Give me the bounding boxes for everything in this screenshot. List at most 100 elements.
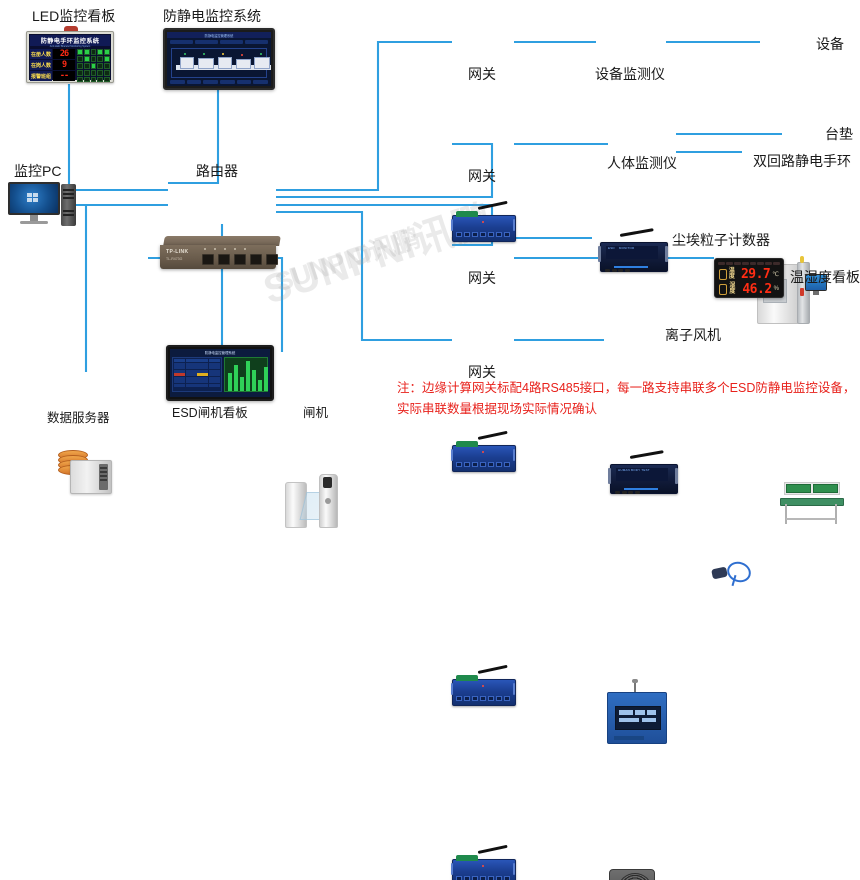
particle-counter-display	[615, 706, 661, 730]
gateway-device-1[interactable]	[451, 200, 516, 242]
monitor-pc-label: 监控PC	[14, 163, 62, 179]
gateway-label-1: 网关	[468, 66, 496, 82]
status-lamp-icon	[800, 256, 804, 263]
led-row: 报警班组 --	[30, 71, 76, 82]
note-line-1: 注：边缘计算网关标配4路RS485接口，每一路支持串联多个ESD防静电监控设备，	[397, 381, 856, 395]
cabinet-monitor-stand	[813, 291, 819, 295]
gateway-label-2: 网关	[468, 168, 496, 184]
router-brand: TP-LINK	[166, 249, 189, 255]
esd-gate-board-title: 防静电监控管理系统	[204, 351, 236, 355]
pc-stand-neck	[30, 215, 38, 221]
data-server-label: 数据服务器	[47, 411, 110, 425]
equipment-monitor-label: 设备监测仪	[595, 66, 665, 82]
antenna-icon	[629, 450, 664, 459]
router-label: 路由器	[196, 163, 238, 179]
temp-humidity-board-device[interactable]: 温度 29.7 ℃ 湿度 46.2 %	[714, 258, 784, 298]
led-row: 在岗人数 9	[30, 60, 76, 71]
particle-counter-device[interactable]	[607, 679, 667, 744]
wrist-strap-device[interactable]	[711, 558, 756, 587]
wrist-strap-band	[724, 558, 754, 586]
esd-gate-board-device[interactable]: 防静电监控管理系统	[166, 345, 274, 401]
humidity-row: 湿度 46.2 %	[717, 281, 781, 297]
led-row: 在册人数 26	[30, 49, 76, 60]
led-board-device[interactable]: 防静电手环监控系统 Anti-static Bracelet Monitorin…	[26, 26, 114, 83]
ion-fan-device[interactable]	[605, 869, 659, 880]
topology-diagram: SUNPNi讯鹏 SUNPNi讯鹏 LED监控看板 防静电手环监控系统 Anti…	[8, 8, 860, 880]
turnstile-label: 闸机	[303, 406, 329, 420]
led-indicator-grid	[77, 49, 110, 83]
ion-fan-label: 离子风机	[665, 327, 721, 343]
equipment-label: 设备	[816, 36, 844, 52]
thermometer-icon	[719, 268, 727, 280]
esd-gate-chart	[223, 357, 268, 392]
esd-gate-table	[172, 357, 222, 392]
esd-gate-board-label: ESD闸机看板	[172, 406, 248, 420]
humidity-label: 湿度	[729, 283, 736, 295]
gateway-terminal-block	[456, 675, 478, 681]
router-device[interactable]: TP-LINK TL-R473G	[160, 236, 281, 270]
gateway-label-3: 网关	[468, 270, 496, 286]
router-front-panel: TP-LINK TL-R473G	[160, 245, 278, 269]
gateway-terminal-block	[456, 441, 478, 447]
router-ports	[202, 254, 278, 265]
body-monitor-device[interactable]: HUMAN BODY TEST	[608, 450, 678, 494]
esd-system-label: 防静电监控系统	[163, 8, 261, 24]
antenna-icon	[477, 430, 508, 440]
note-line-2: 实际串联数量根据现场实际情况确认	[397, 402, 598, 416]
cabinet-monitor	[805, 274, 827, 291]
temperature-row: 温度 29.7 ℃	[717, 266, 781, 282]
wrist-strap-box	[711, 566, 728, 580]
server-chassis	[70, 460, 112, 494]
particle-counter-body	[607, 692, 667, 744]
led-board-subtitle: Anti-static Bracelet Monitoring System	[49, 45, 91, 48]
router-model: TL-R473G	[166, 257, 183, 261]
board-top-indicators	[717, 261, 781, 266]
temperature-unit: ℃	[772, 271, 779, 278]
gateway-device-4[interactable]	[451, 844, 516, 880]
bench-shelf	[784, 482, 840, 495]
antenna-icon	[477, 844, 508, 854]
led-board-stand	[64, 26, 78, 31]
bench-crossbar	[786, 518, 836, 520]
led-row-value: --	[53, 71, 75, 82]
led-board-title: 防静电手环监控系统	[30, 35, 110, 46]
temperature-value: 29.7	[740, 266, 771, 282]
pc-stand-base	[20, 221, 48, 224]
gateway-terminal-block	[456, 855, 478, 861]
body-monitor-screen: HUMAN BODY TEST	[616, 468, 668, 490]
windows-logo-icon	[27, 193, 39, 203]
esd-system-header: 防静电监控管理系统	[204, 33, 234, 38]
fan-head	[609, 869, 655, 880]
table-mat-device[interactable]	[780, 482, 844, 524]
wrist-strap-label: 双回路静电手环	[753, 153, 851, 169]
gateway-device-3[interactable]	[451, 664, 516, 706]
gateway-terminal-block	[456, 211, 478, 217]
temperature-label: 温度	[728, 268, 735, 280]
antenna-icon	[477, 664, 508, 674]
data-server-device[interactable]	[58, 450, 112, 494]
pc-monitor	[8, 182, 60, 215]
antenna-icon	[619, 228, 654, 237]
led-row-name: 在册人数	[30, 49, 52, 60]
droplet-icon	[719, 283, 728, 295]
led-board-label: LED监控看板	[32, 8, 116, 24]
probe-icon	[632, 679, 638, 692]
monitor-pc-device[interactable]	[8, 182, 78, 230]
gateway-device-2[interactable]	[451, 430, 516, 472]
humidity-value: 46.2	[742, 281, 772, 297]
led-row-value: 26	[53, 49, 75, 60]
temp-humidity-board-label: 温湿度看板	[790, 269, 860, 285]
turnstile-device[interactable]	[285, 470, 349, 530]
equipment-monitor-screen: ESD MONITOR	[606, 246, 658, 268]
led-row-value: 9	[53, 60, 75, 71]
led-row-name: 在岗人数	[30, 60, 52, 71]
fan-grill-icon	[618, 873, 652, 880]
esd-monitor-system-screen[interactable]: 防静电监控管理系统	[163, 28, 275, 90]
turnstile-card-reader	[323, 477, 332, 488]
equipment-monitor-device[interactable]: ESD MONITOR	[598, 228, 668, 272]
gateway-label-4: 网关	[468, 364, 496, 380]
turnstile-button	[325, 498, 331, 504]
pc-tower	[61, 184, 76, 226]
body-monitor-label: 人体监测仪	[607, 155, 677, 171]
cabinet-indicator	[800, 288, 804, 296]
